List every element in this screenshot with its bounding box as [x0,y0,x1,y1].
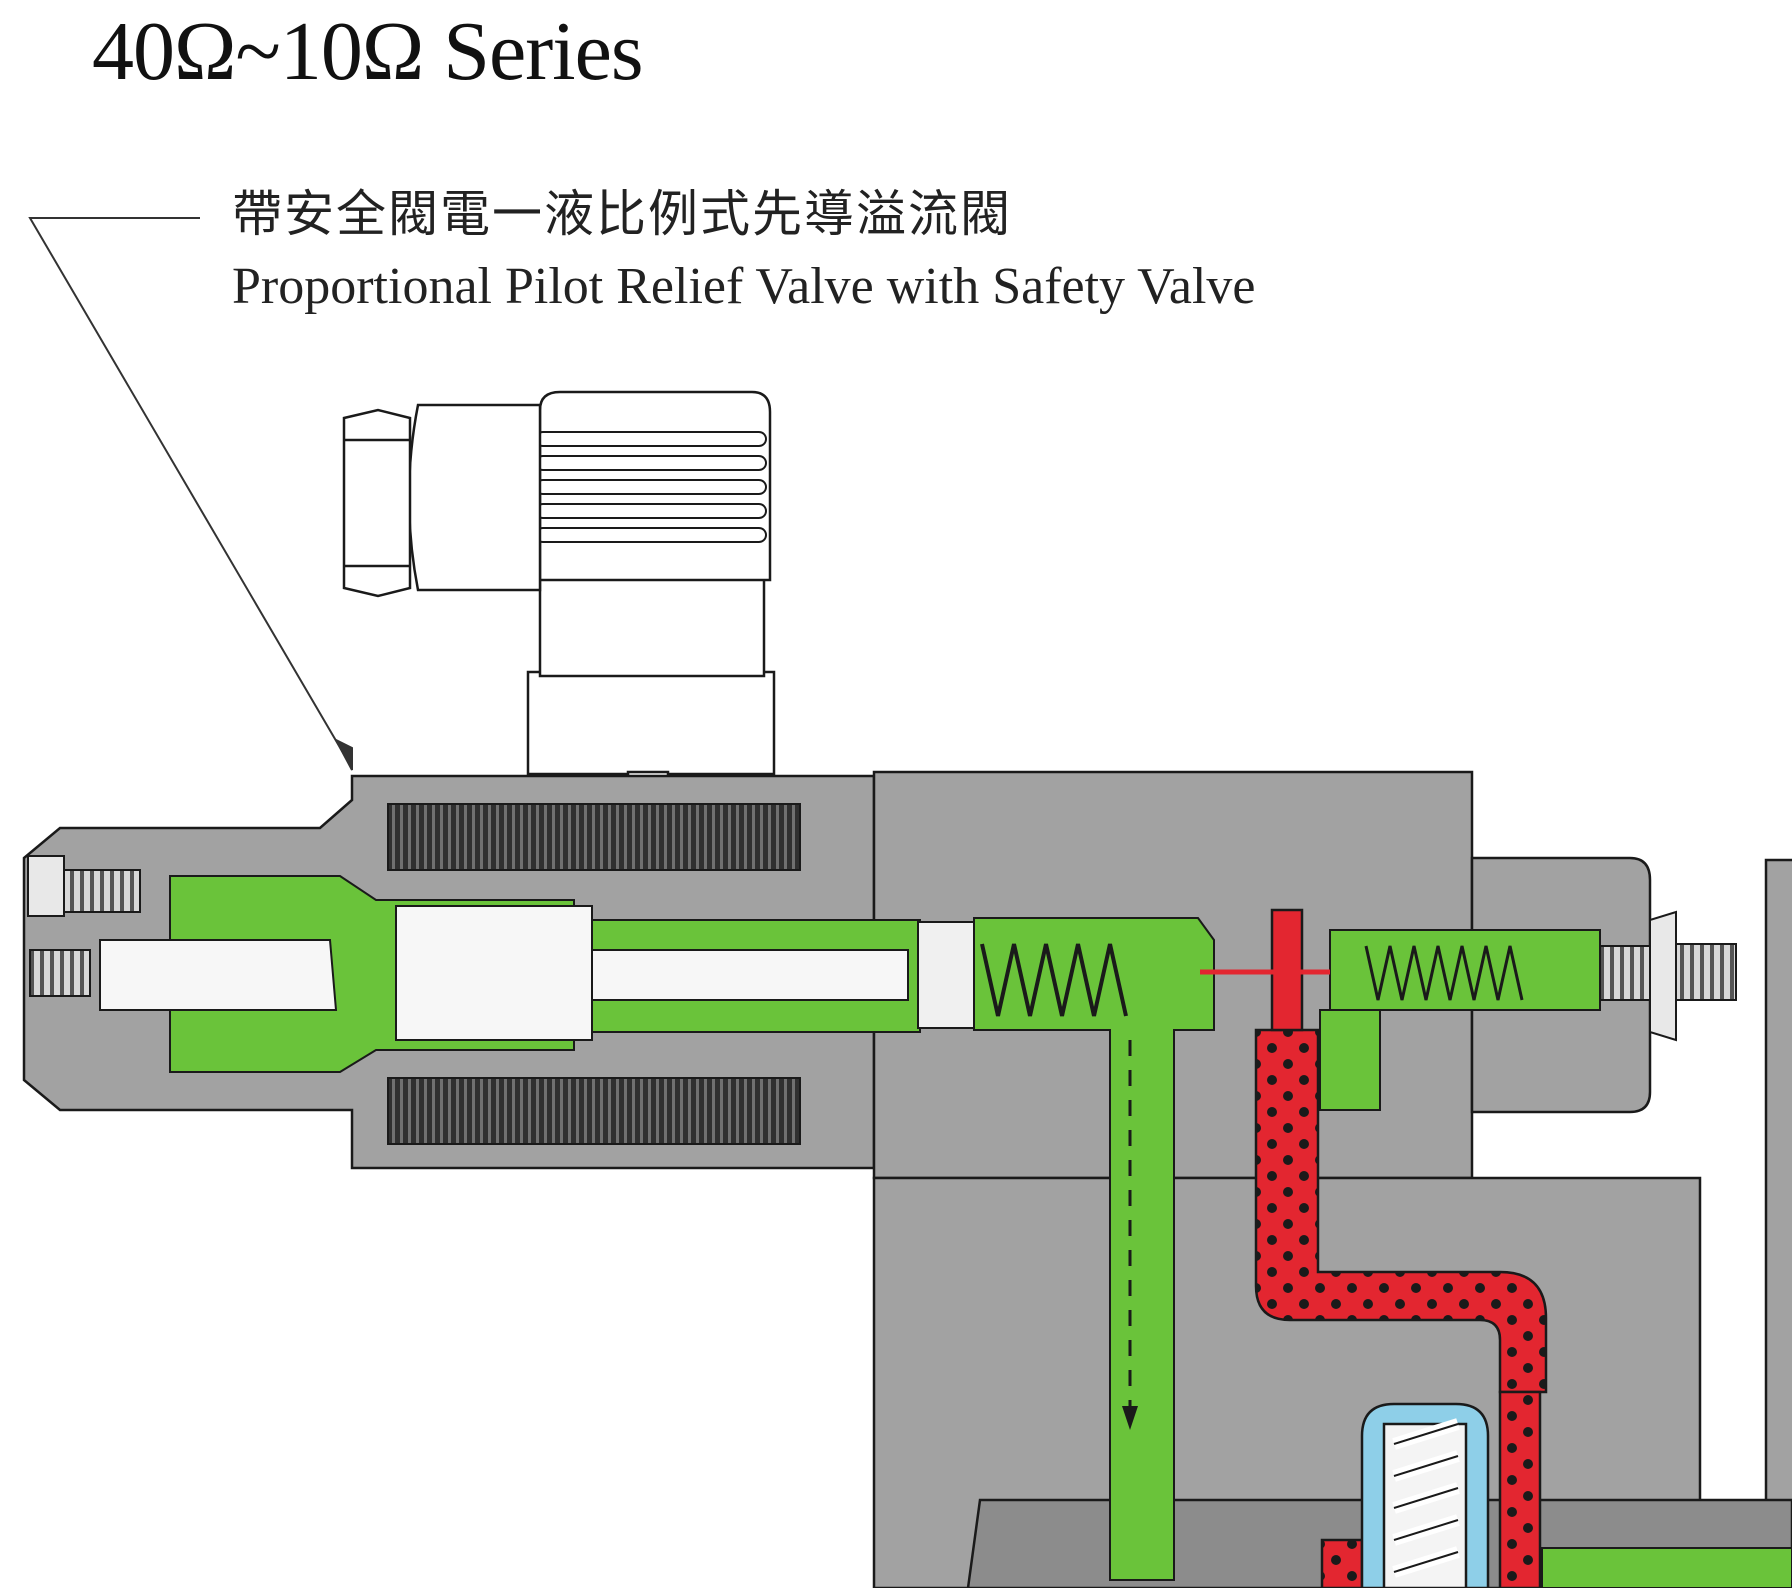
leader-line [28,217,353,771]
adjusting-screw-left [27,855,141,997]
safety-valve-spring [1364,945,1524,1001]
page-title: 40Ω~10Ω Series [92,5,644,98]
solenoid-coil [387,803,801,1145]
pilot-spring [980,943,1128,1017]
main-poppet [1360,1402,1490,1588]
connector-plug [342,390,776,802]
valve-caption-english: Proportional Pilot Relief Valve with Saf… [232,258,1256,315]
valve-caption-chinese: 帶安全閥電一液比例式先導溢流閥 [232,185,1012,243]
spring-seat [917,921,975,1029]
adjusting-screw-right [1599,910,1737,1042]
flow-arrow-head [1122,1406,1138,1430]
armature-chamber [99,905,909,1041]
